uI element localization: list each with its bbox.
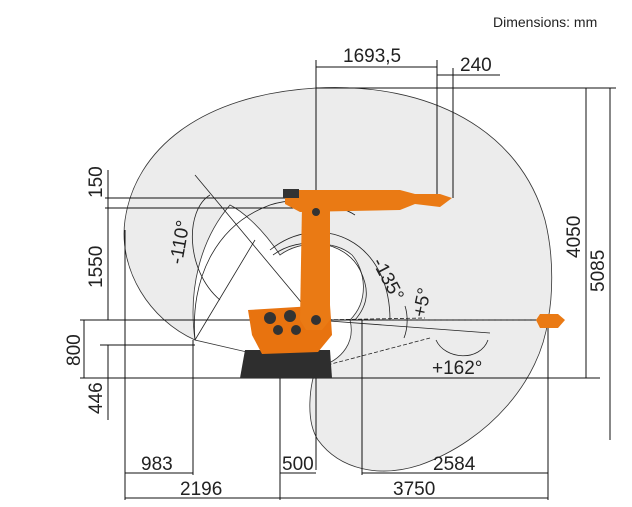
dim-446: 446 — [86, 382, 107, 414]
motor-3 — [273, 325, 283, 335]
robot-tool — [536, 314, 565, 328]
angle-line-110 — [194, 174, 317, 321]
angle-line-162 — [315, 337, 431, 369]
robot-illustration — [240, 189, 565, 378]
motor-1 — [264, 312, 276, 324]
dim-150: 150 — [86, 166, 107, 198]
dim-4050: 4050 — [564, 216, 585, 258]
motor-2 — [284, 310, 296, 322]
dim-1550: 1550 — [86, 246, 107, 288]
arm-counterweight — [283, 189, 299, 198]
dim-3750: 3750 — [393, 479, 435, 500]
robot-lower-arm — [300, 205, 330, 330]
angle-arc-110 — [192, 194, 221, 301]
robot-upper-arm — [285, 190, 452, 212]
dim-500: 500 — [282, 454, 314, 475]
reach-arc-2 — [272, 242, 367, 321]
angle-arc-162 — [435, 339, 489, 357]
angle-arc-135 — [269, 232, 391, 321]
dim-800: 800 — [64, 334, 85, 366]
robot-base-foot — [240, 350, 332, 378]
dim-240: 240 — [460, 55, 492, 76]
dim-5085: 5085 — [588, 250, 609, 292]
dim-1693: 1693,5 — [343, 46, 401, 67]
dim-2196: 2196 — [180, 479, 222, 500]
dim-983: 983 — [141, 454, 173, 475]
joint-a2 — [311, 315, 321, 325]
angle-arc-5 — [403, 305, 408, 339]
angle-a4: +162° — [432, 358, 482, 379]
diagram-title: Dimensions: mm — [493, 14, 597, 30]
motor-4 — [291, 325, 301, 335]
dim-2584: 2584 — [433, 454, 476, 475]
joint-a3 — [312, 208, 320, 216]
workspace-envelope — [123, 87, 553, 472]
angle-line-5 — [315, 319, 491, 334]
angle-line-b — [194, 239, 256, 341]
